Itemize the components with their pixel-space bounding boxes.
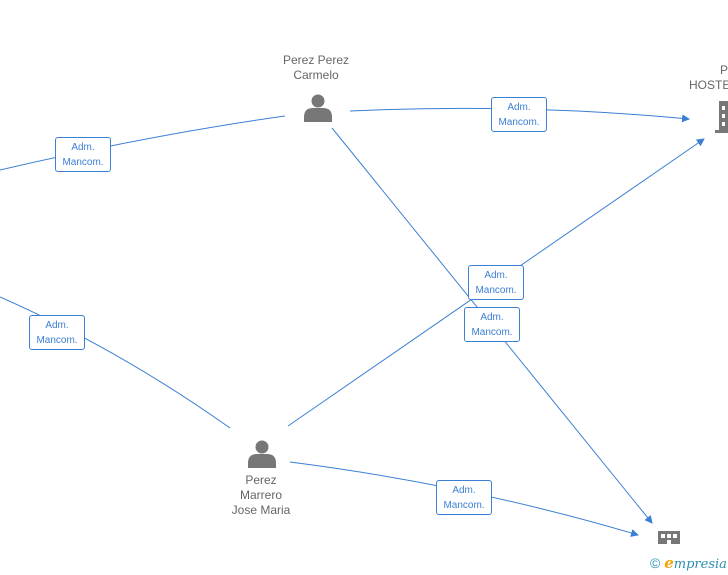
edge-label-line: Adm.: [452, 485, 476, 496]
brand-initial: e: [664, 554, 674, 572]
node-label-line: Jose Maria: [231, 503, 291, 517]
edge-label-left-carmelo[interactable]: Adm. Mancom.: [55, 137, 111, 172]
edge-label-line: Mancom.: [443, 500, 485, 511]
edge-label-line: Adm.: [484, 270, 508, 281]
edge-label-jose-company-top[interactable]: Adm. Mancom.: [468, 265, 524, 300]
node-label-company-top-right[interactable]: P HOSTEL: [689, 63, 728, 93]
node-label-line: Perez: [245, 473, 277, 487]
building-icon: [715, 101, 728, 133]
node-label-carmelo[interactable]: Perez Perez Carmelo: [276, 53, 356, 83]
edge-label-carmelo-company-top[interactable]: Adm. Mancom.: [491, 97, 547, 132]
edge-label-line: Mancom.: [36, 335, 78, 346]
edge-label-carmelo-company-bottom[interactable]: Adm. Mancom.: [464, 307, 520, 342]
edge-left-carmelo: [0, 115, 286, 171]
copyright-watermark: © empresia: [650, 554, 727, 572]
edge-label-left-jose[interactable]: Adm. Mancom.: [29, 315, 85, 350]
edge-label-line: Adm.: [45, 320, 69, 331]
brand-rest: mpresia: [673, 557, 727, 572]
edge-label-line: Adm.: [71, 142, 95, 153]
node-label-line: P: [720, 63, 728, 77]
edge-label-line: Adm.: [507, 102, 531, 113]
brand-logo: empresia: [664, 554, 727, 572]
edge-label-jose-company-bottom[interactable]: Adm. Mancom.: [436, 480, 492, 515]
edge-label-line: Adm.: [480, 312, 504, 323]
building-small-icon: [658, 531, 680, 544]
person-icon: [248, 440, 276, 468]
copyright-symbol: ©: [650, 555, 661, 571]
node-label-line: Marrero: [239, 488, 282, 502]
edge-label-line: Mancom.: [471, 327, 513, 338]
edge-label-line: Mancom.: [498, 117, 540, 128]
node-label-jose-maria[interactable]: Perez Marrero Jose Maria: [222, 473, 300, 518]
person-icon: [304, 94, 332, 122]
edge-left-jose: [0, 296, 231, 429]
node-label-line: Carmelo: [293, 68, 339, 82]
edge-label-line: Mancom.: [62, 157, 104, 168]
node-label-line: Perez Perez: [282, 53, 350, 67]
node-label-line: HOSTEL: [689, 78, 728, 92]
edge-label-line: Mancom.: [475, 285, 517, 296]
